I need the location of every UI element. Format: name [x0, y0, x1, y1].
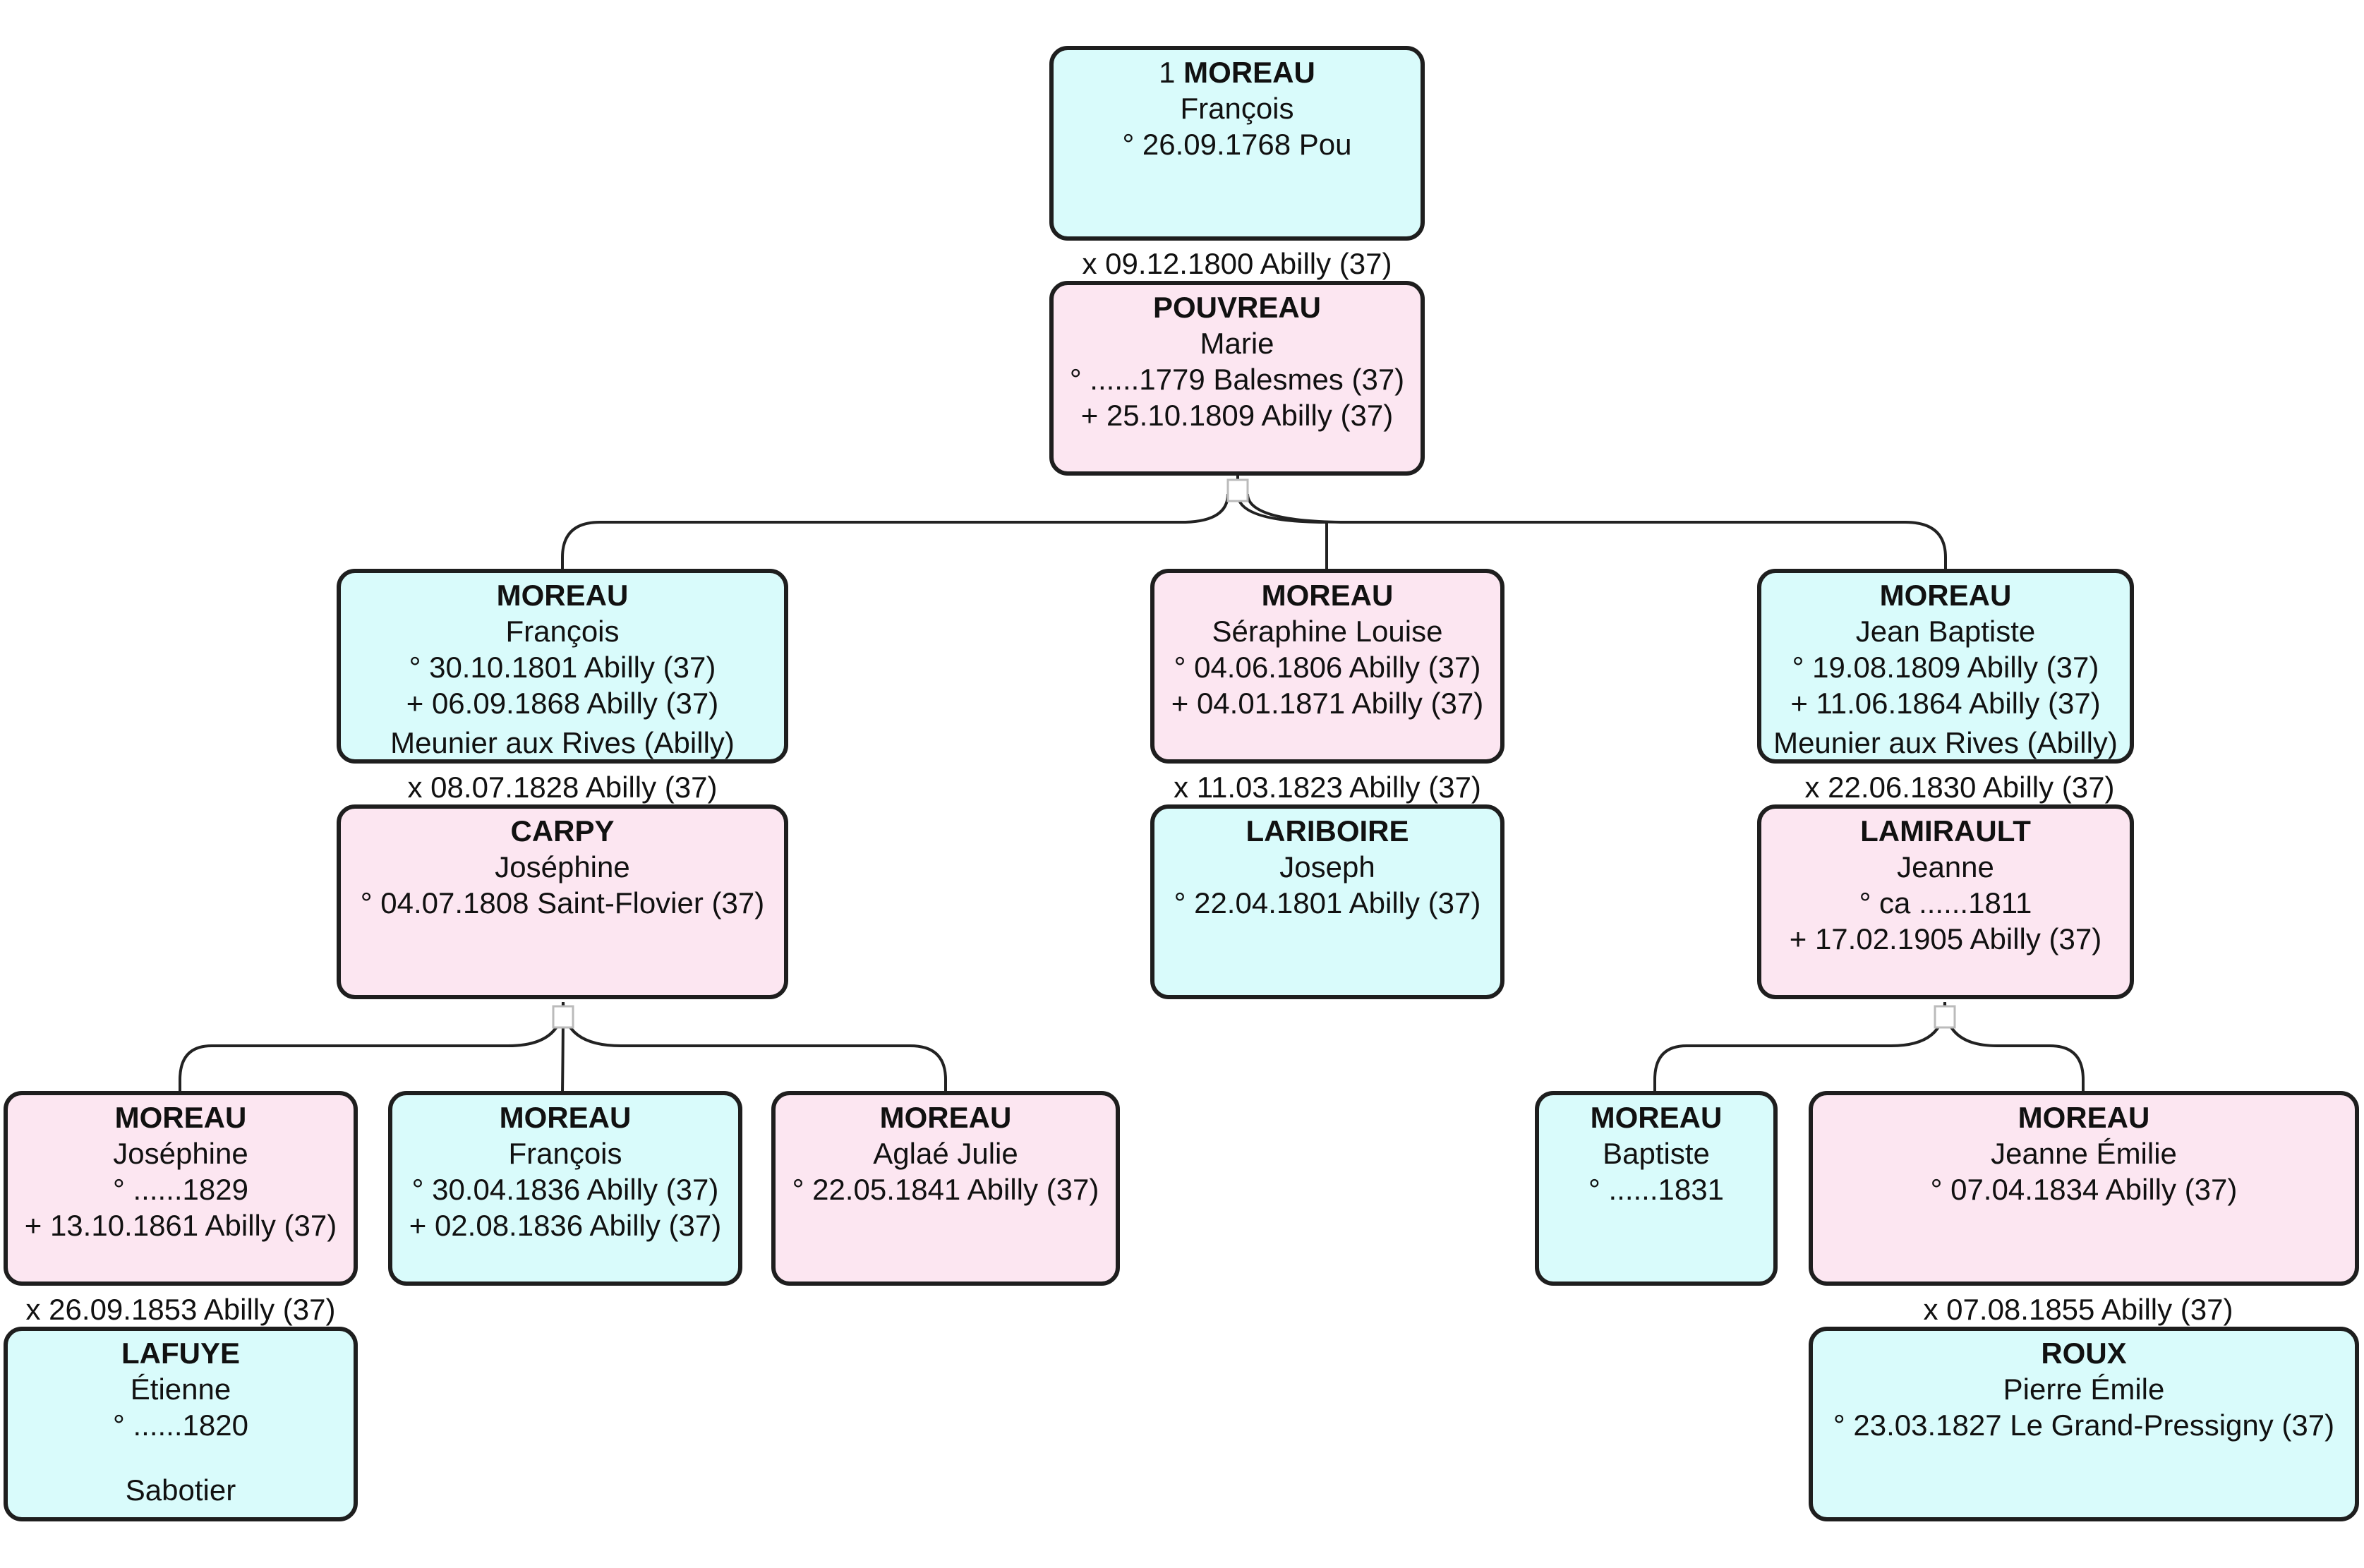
- person-birth: ° ......1831: [1588, 1173, 1724, 1206]
- person-surname: CARPY: [510, 814, 615, 848]
- person-given-name: Joseph: [1279, 850, 1375, 883]
- marriage-label: x 07.08.1855 Abilly (37): [1923, 1293, 2233, 1326]
- person-card-roux-pierre-emile[interactable]: ROUX Pierre Émile ° 23.03.1827 Le Grand-…: [1809, 1327, 2359, 1521]
- person-card-moreau-francois-3[interactable]: MOREAU François ° 30.04.1836 Abilly (37)…: [388, 1091, 742, 1286]
- person-death: + 04.01.1871 Abilly (37): [1171, 687, 1484, 720]
- person-birth: ° 26.09.1768 Pou: [1122, 128, 1352, 161]
- marriage-label: x 26.09.1853 Abilly (37): [25, 1293, 336, 1326]
- person-given-name: Étienne: [130, 1373, 231, 1406]
- person-birth: ° 22.05.1841 Abilly (37): [792, 1173, 1099, 1206]
- person-surname: MOREAU: [879, 1101, 1012, 1134]
- person-given-name: Jean Baptiste: [1855, 615, 2036, 648]
- person-card-moreau-francois-1[interactable]: 1 MOREAU François ° 26.09.1768 Pou: [1049, 46, 1425, 241]
- person-birth: ° 23.03.1827 Le Grand-Pressigny (37): [1833, 1409, 2335, 1442]
- person-card-lamirault-jeanne[interactable]: LAMIRAULT Jeanne ° ca ......1811 + 17.02…: [1757, 804, 2134, 999]
- person-given-name: Séraphine Louise: [1212, 615, 1443, 648]
- person-surname: MOREAU: [1183, 56, 1315, 89]
- person-surname: MOREAU: [1590, 1101, 1723, 1134]
- connector-carpy-right: [562, 1001, 947, 1092]
- person-given-name: Joséphine: [495, 850, 630, 883]
- person-card-moreau-aglae-julie[interactable]: MOREAU Aglaé Julie ° 22.05.1841 Abilly (…: [771, 1091, 1120, 1286]
- connector-lamirault-right: [1943, 1001, 2085, 1092]
- person-card-lariboire-joseph[interactable]: LARIBOIRE Joseph ° 22.04.1801 Abilly (37…: [1150, 804, 1504, 999]
- person-surname: LARIBOIRE: [1246, 814, 1409, 848]
- person-birth: ° ......1779 Balesmes (37): [1069, 363, 1405, 396]
- person-death: + 02.08.1836 Abilly (37): [409, 1209, 722, 1242]
- person-given-name: Joséphine: [113, 1137, 248, 1170]
- person-card-moreau-jean-baptiste[interactable]: MOREAU Jean Baptiste ° 19.08.1809 Abilly…: [1757, 569, 2134, 764]
- person-surname: LAMIRAULT: [1860, 814, 2031, 848]
- person-birth: ° 04.06.1806 Abilly (37): [1174, 651, 1481, 684]
- connector-top-left: [561, 493, 1229, 570]
- person-given-name: Pierre Émile: [2003, 1373, 2165, 1406]
- person-birth: ° 07.04.1834 Abilly (37): [1930, 1173, 2238, 1206]
- person-death: + 13.10.1861 Abilly (37): [24, 1209, 337, 1242]
- person-death: + 17.02.1905 Abilly (37): [1789, 922, 2102, 955]
- person-number: 1: [1159, 56, 1176, 89]
- person-surname: MOREAU: [496, 579, 629, 612]
- person-given-name: Jeanne Émilie: [1991, 1137, 2177, 1170]
- marriage-label: x 11.03.1823 Abilly (37): [1174, 771, 1481, 804]
- person-card-moreau-seraphine[interactable]: MOREAU Séraphine Louise ° 04.06.1806 Abi…: [1150, 569, 1504, 764]
- person-birth: ° 30.10.1801 Abilly (37): [409, 651, 716, 684]
- person-surname: MOREAU: [1879, 579, 2012, 612]
- connector-top-right: [1246, 493, 1947, 570]
- marriage-label: x 08.07.1828 Abilly (37): [407, 771, 718, 804]
- marriage-label: x 22.06.1830 Abilly (37): [1804, 771, 2115, 804]
- person-given-name: François: [505, 615, 620, 648]
- person-card-pouvreau-marie[interactable]: POUVREAU Marie ° ......1779 Balesmes (37…: [1049, 281, 1425, 476]
- person-card-moreau-josephine[interactable]: MOREAU Joséphine ° ......1829 + 13.10.18…: [4, 1091, 358, 1286]
- person-given-name: François: [508, 1137, 622, 1170]
- connector-carpy-left: [179, 1001, 565, 1092]
- person-given-name: Marie: [1200, 327, 1274, 360]
- person-card-moreau-jeanne-emilie[interactable]: MOREAU Jeanne Émilie ° 07.04.1834 Abilly…: [1809, 1091, 2359, 1286]
- person-surname: MOREAU: [2018, 1101, 2150, 1134]
- person-given-name: Aglaé Julie: [873, 1137, 1018, 1170]
- person-surname: MOREAU: [114, 1101, 247, 1134]
- person-surname: POUVREAU: [1152, 291, 1322, 324]
- person-death: + 25.10.1809 Abilly (37): [1080, 399, 1394, 432]
- person-birth: ° 22.04.1801 Abilly (37): [1174, 886, 1481, 919]
- person-birth: ° 19.08.1809 Abilly (37): [1792, 651, 2099, 684]
- person-given-name: Baptiste: [1603, 1137, 1710, 1170]
- person-birth: ° 30.04.1836 Abilly (37): [411, 1173, 719, 1206]
- person-surname: MOREAU: [1261, 579, 1394, 612]
- person-surname: ROUX: [2041, 1337, 2127, 1370]
- person-card-moreau-baptiste[interactable]: MOREAU Baptiste ° ......1831: [1535, 1091, 1778, 1286]
- person-surname: LAFUYE: [121, 1337, 240, 1370]
- person-occupation: Sabotier: [125, 1473, 236, 1507]
- person-birth: ° 04.07.1808 Saint-Flovier (37): [360, 886, 765, 919]
- person-card-carpy-josephine[interactable]: CARPY Joséphine ° 04.07.1808 Saint-Flovi…: [337, 804, 788, 999]
- person-death: + 06.09.1868 Abilly (37): [406, 687, 719, 720]
- person-given-name: François: [1180, 92, 1294, 125]
- person-card-lafuye-etienne[interactable]: LAFUYE Étienne ° ......1820 Sabotier: [4, 1327, 358, 1521]
- person-death: + 11.06.1864 Abilly (37): [1790, 687, 2101, 720]
- person-birth: ° ......1820: [113, 1409, 248, 1442]
- person-card-moreau-francois-2[interactable]: MOREAU François ° 30.10.1801 Abilly (37)…: [337, 569, 788, 764]
- person-occupation: Meunier aux Rives (Abilly): [390, 726, 735, 759]
- marriage-label: x 09.12.1800 Abilly (37): [1082, 247, 1392, 280]
- person-given-name: Jeanne: [1897, 850, 1994, 883]
- person-occupation: Meunier aux Rives (Abilly): [1773, 726, 2118, 759]
- person-surname: MOREAU: [499, 1101, 632, 1134]
- connector-lamirault-left: [1653, 1001, 1946, 1092]
- person-birth: ° ......1829: [113, 1173, 248, 1206]
- person-birth: ° ca ......1811: [1859, 886, 2032, 919]
